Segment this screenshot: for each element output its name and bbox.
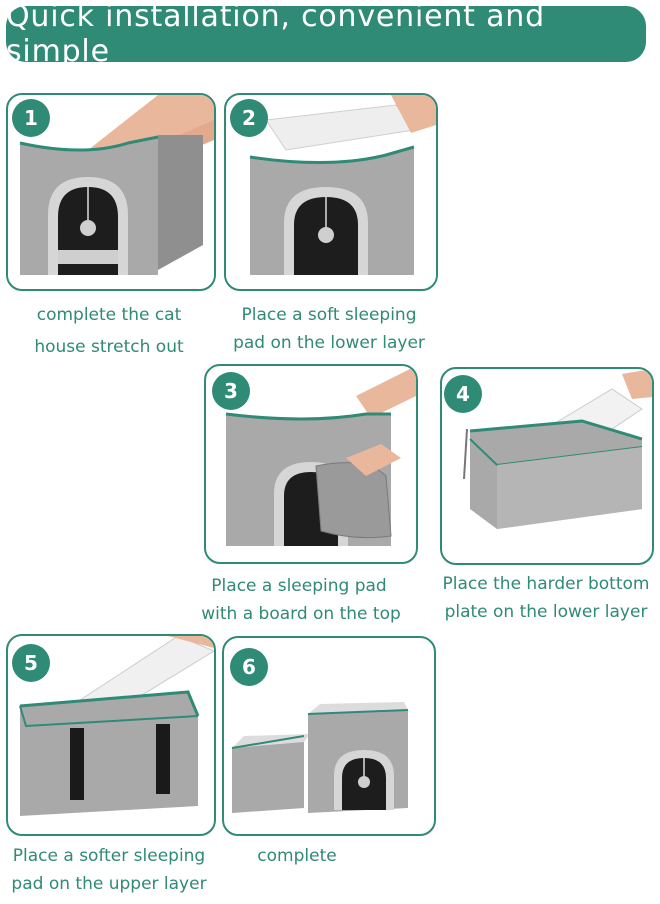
step-1-caption-line2: house stretch out — [34, 337, 184, 357]
step-1-illustration — [19, 95, 214, 275]
step-6-illustration — [231, 702, 409, 813]
step-2-caption-line2: pad on the lower layer — [233, 333, 425, 353]
step-3-caption-line2: with a board on the top — [201, 604, 401, 624]
step-1-badge: 1 — [12, 99, 50, 137]
step-6-badge: 6 — [230, 648, 268, 686]
step-4-illustration — [463, 369, 652, 529]
step-3-caption-line1: Place a sleeping pad — [211, 576, 387, 596]
step-4-badge: 4 — [444, 375, 482, 413]
step-4-card: 4 — [440, 367, 654, 565]
step-2-badge: 2 — [230, 99, 268, 137]
step-2-illustration — [249, 95, 436, 275]
step-4-caption-line1: Place the harder bottom — [442, 574, 650, 594]
step-5-caption-line2: pad on the upper layer — [11, 874, 207, 894]
step-6-card: 6 — [222, 636, 436, 836]
step-6-caption-line1: complete — [257, 846, 337, 866]
step-2-card: 2 — [224, 93, 438, 291]
step-3-illustration — [225, 366, 416, 546]
step-5-caption-line1: Place a softer sleeping — [12, 846, 206, 866]
step-3-card: 3 — [204, 364, 418, 564]
title-banner: Quick installation, convenient and simpl… — [6, 0, 646, 69]
step-5-badge: 5 — [12, 644, 50, 682]
step-1-caption-line1: complete the cat — [36, 305, 182, 325]
step-5-card: 5 — [6, 634, 216, 836]
step-4-caption-line2: plate on the lower layer — [444, 602, 648, 622]
step-5-illustration — [19, 636, 214, 816]
step-1-card: 1 — [6, 93, 216, 291]
step-3-badge: 3 — [212, 372, 250, 410]
step-2-caption-line1: Place a soft sleeping — [241, 305, 417, 325]
